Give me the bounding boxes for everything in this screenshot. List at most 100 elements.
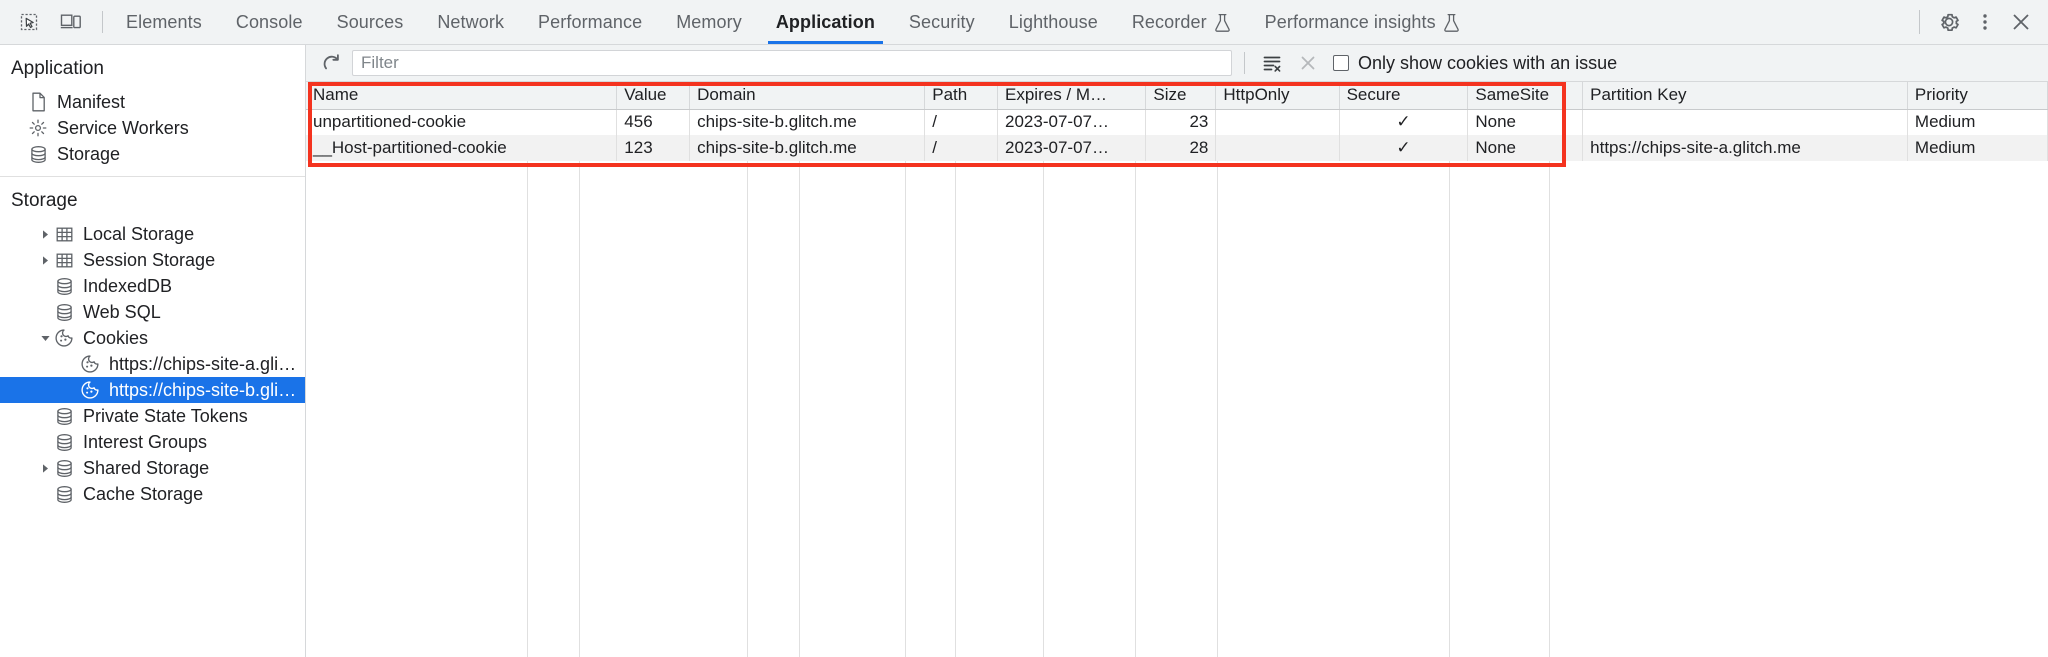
- tree-item-private-state-tokens[interactable]: Private State Tokens: [0, 403, 305, 429]
- cell-priority[interactable]: Medium: [1907, 135, 2048, 161]
- tree-item-label: Cookies: [83, 327, 149, 348]
- tab-performance-insights[interactable]: Performance insights: [1248, 0, 1477, 44]
- column-header-secure[interactable]: Secure: [1339, 82, 1469, 110]
- tab-application[interactable]: Application: [759, 0, 892, 44]
- tab-elements[interactable]: Elements: [109, 0, 219, 44]
- column-header-partition-key[interactable]: Partition Key: [1582, 82, 1908, 110]
- cell-path[interactable]: /: [924, 135, 999, 161]
- cell-path[interactable]: /: [924, 109, 999, 135]
- cell-samesite[interactable]: None: [1467, 109, 1584, 135]
- cell-value[interactable]: 456: [616, 109, 691, 135]
- tree-item-service-workers[interactable]: Service Workers: [0, 115, 305, 141]
- tab-lighthouse[interactable]: Lighthouse: [992, 0, 1115, 44]
- database-icon: [53, 406, 75, 426]
- cell-expires-m[interactable]: 2023-07-07…: [997, 109, 1147, 135]
- cell-value[interactable]: 123: [616, 135, 691, 161]
- chevron-right-icon[interactable]: [37, 252, 53, 268]
- cell-size[interactable]: 23: [1145, 109, 1217, 135]
- cell-size[interactable]: 28: [1145, 135, 1217, 161]
- tab-memory[interactable]: Memory: [659, 0, 759, 44]
- column-separator: [1450, 161, 1550, 657]
- tree-item-storage[interactable]: Storage: [0, 141, 305, 167]
- device-toolbar-icon[interactable]: [54, 7, 88, 37]
- chevron-right-icon[interactable]: [37, 460, 53, 476]
- tree-item-https-chips-site-b-glitch-me[interactable]: https://chips-site-b.glitch.me: [0, 377, 305, 403]
- delete-selected-icon[interactable]: [1293, 49, 1323, 77]
- column-header-path[interactable]: Path: [924, 82, 999, 110]
- tree-item-interest-groups[interactable]: Interest Groups: [0, 429, 305, 455]
- cell-name[interactable]: __Host-partitioned-cookie: [306, 135, 618, 161]
- tree-item-web-sql[interactable]: Web SQL: [0, 299, 305, 325]
- column-header-priority[interactable]: Priority: [1907, 82, 2048, 110]
- chevron-right-icon[interactable]: [37, 226, 53, 242]
- cell-partition-key[interactable]: https://chips-site-a.glitch.me: [1582, 135, 1908, 161]
- tree-item-label: https://chips-site-b.glitch.me: [109, 379, 299, 400]
- column-header-name[interactable]: Name: [306, 82, 618, 110]
- cell-httponly[interactable]: [1215, 109, 1340, 135]
- column-header-value[interactable]: Value: [616, 82, 691, 110]
- column-header-domain[interactable]: Domain: [689, 82, 926, 110]
- toolbar-divider: [102, 11, 103, 33]
- cell-secure[interactable]: ✓: [1339, 109, 1469, 135]
- cell-samesite[interactable]: None: [1467, 135, 1584, 161]
- tab-performance[interactable]: Performance: [521, 0, 659, 44]
- tab-label: Recorder: [1131, 11, 1207, 32]
- column-header-size[interactable]: Size: [1145, 82, 1217, 110]
- cell-expires-m[interactable]: 2023-07-07…: [997, 135, 1147, 161]
- cell-domain[interactable]: chips-site-b.glitch.me: [689, 109, 926, 135]
- tree-item-cache-storage[interactable]: Cache Storage: [0, 481, 305, 507]
- tree-spacer: [11, 146, 27, 162]
- gear-icon[interactable]: [1932, 7, 1966, 37]
- more-vertical-icon[interactable]: [1968, 7, 2002, 37]
- cell-partition-key[interactable]: [1582, 109, 1908, 135]
- tree-spacer: [37, 304, 53, 320]
- tab-network[interactable]: Network: [420, 0, 521, 44]
- column-header-expires-m[interactable]: Expires / M…: [997, 82, 1147, 110]
- cookie-icon: [79, 354, 101, 374]
- column-header-samesite[interactable]: SameSite: [1467, 82, 1584, 110]
- tree-item-manifest[interactable]: Manifest: [0, 89, 305, 115]
- gear-small-icon: [27, 118, 49, 138]
- toolbar-right-divider: [1919, 10, 1920, 34]
- inspect-element-icon[interactable]: [12, 7, 46, 37]
- cell-priority[interactable]: Medium: [1907, 109, 2048, 135]
- only-show-issues-checkbox[interactable]: Only show cookies with an issue: [1333, 53, 1617, 74]
- close-icon[interactable]: [2004, 7, 2038, 37]
- tree-item-local-storage[interactable]: Local Storage: [0, 221, 305, 247]
- tab-recorder[interactable]: Recorder: [1115, 0, 1248, 44]
- database-icon: [53, 302, 75, 322]
- tree-item-cookies[interactable]: Cookies: [0, 325, 305, 351]
- checkbox-box[interactable]: [1333, 55, 1349, 71]
- tree-item-label: Cache Storage: [83, 483, 204, 504]
- table-icon: [53, 224, 75, 244]
- database-icon: [27, 144, 49, 164]
- cell-name[interactable]: unpartitioned-cookie: [306, 109, 618, 135]
- tab-security[interactable]: Security: [892, 0, 992, 44]
- tree-item-indexeddb[interactable]: IndexedDB: [0, 273, 305, 299]
- tree-item-shared-storage[interactable]: Shared Storage: [0, 455, 305, 481]
- tab-sources[interactable]: Sources: [320, 0, 421, 44]
- tab-console[interactable]: Console: [219, 0, 320, 44]
- clear-all-cookies-icon[interactable]: [1257, 49, 1287, 77]
- tab-label: Sources: [336, 11, 404, 32]
- tree-spacer: [37, 408, 53, 424]
- cell-domain[interactable]: chips-site-b.glitch.me: [689, 135, 926, 161]
- filter-input[interactable]: [352, 50, 1232, 76]
- tree-item-label: Session Storage: [83, 249, 216, 270]
- refresh-icon[interactable]: [316, 49, 346, 77]
- cell-httponly[interactable]: [1215, 135, 1340, 161]
- tree-item-https-chips-site-a-glitch-me[interactable]: https://chips-site-a.glitch.me: [0, 351, 305, 377]
- column-header-httponly[interactable]: HttpOnly: [1215, 82, 1340, 110]
- tree-item-session-storage[interactable]: Session Storage: [0, 247, 305, 273]
- chevron-down-icon[interactable]: [37, 330, 53, 346]
- cell-secure[interactable]: ✓: [1339, 135, 1469, 161]
